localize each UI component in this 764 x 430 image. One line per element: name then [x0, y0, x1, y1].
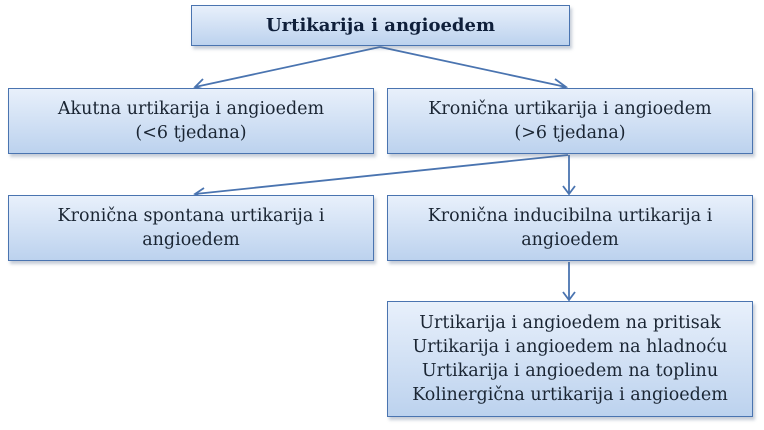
acute-label: Akutna urtikarija i angioedem	[57, 99, 325, 119]
arrow-root-to-chronic	[379, 46, 567, 88]
arrowhead-types	[562, 291, 576, 302]
chronic-label: Kronična urtikarija i angioedem	[428, 99, 712, 119]
inducible-types-node: Urtikarija i angioedem na pritisak Urtik…	[387, 301, 753, 417]
root-node: Urtikarija i angioedem	[191, 5, 570, 46]
type-item-heat: Urtikarija i angioedem na toplinu	[421, 361, 719, 381]
inducible-label-line2: angioedem	[521, 230, 619, 250]
spontaneous-label-line1: Kronična spontana urtikarija i	[57, 206, 325, 226]
type-item-cholinergic: Kolinergična urtikarija i angioedem	[412, 385, 728, 405]
spontaneous-node: Kronična spontana urtikarija i angioedem	[8, 195, 374, 261]
arrow-chronic-to-spontaneous	[194, 154, 569, 195]
type-item-pressure: Urtikarija i angioedem na pritisak	[419, 313, 721, 333]
chronic-node: Kronična urtikarija i angioedem (>6 tjed…	[387, 88, 753, 154]
inducible-label-line1: Kronična inducibilna urtikarija i	[427, 206, 713, 226]
inducible-node: Kronična inducibilna urtikarija i angioe…	[387, 195, 753, 261]
spontaneous-label-line2: angioedem	[142, 230, 240, 250]
acute-duration: (<6 tjedana)	[135, 123, 247, 143]
root-label: Urtikarija i angioedem	[265, 14, 496, 36]
acute-node: Akutna urtikarija i angioedem (<6 tjedan…	[8, 88, 374, 154]
type-item-cold: Urtikarija i angioedem na hladnoću	[412, 337, 728, 357]
chronic-duration: (>6 tjedana)	[514, 123, 626, 143]
arrow-root-to-acute	[194, 46, 381, 88]
arrowhead-inducible	[562, 185, 576, 196]
